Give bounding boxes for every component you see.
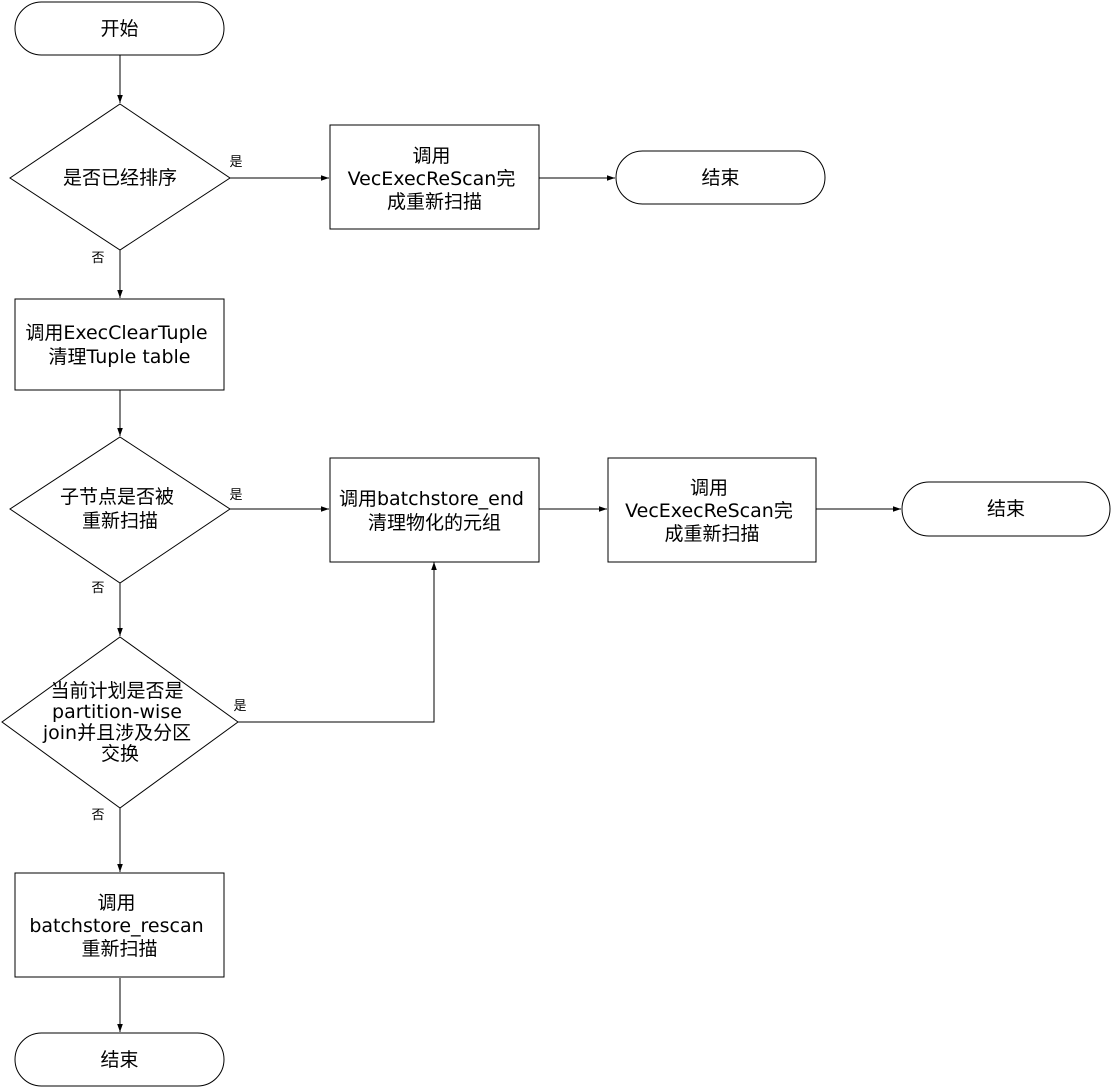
decision-partition-line-2: partition-wise [52, 701, 182, 723]
decision-sorted: 是否已经排序 [9, 103, 231, 251]
process-rescan-top: 调用 VecExecReScan完 成重新扫描 [329, 124, 540, 230]
process-batchstore-rescan: 调用 batchstore_rescan 重新扫描 [14, 872, 225, 978]
process-batchstore-end: 调用batchstore_end 清理物化的元组 [329, 457, 540, 563]
process-clear-tuple-line-1: 调用ExecClearTuple [25, 322, 207, 344]
end-node-top: 结束 [615, 150, 826, 205]
decision-partition-line-3: join并且涉及分区 [42, 722, 191, 744]
decision-child-rescan-line-1: 子节点是否被 [60, 486, 174, 508]
decision-partition-label: 当前计划是否是 partition-wise join并且涉及分区 交换 [42, 680, 197, 765]
process-batchstore-rescan-line-1: 调用 [97, 892, 135, 914]
process-rescan-mid-line-3: 成重新扫描 [664, 523, 759, 545]
process-clear-tuple-label: 调用ExecClearTuple 清理Tuple table [25, 322, 213, 368]
edge-label-child-no: 否 [91, 581, 104, 596]
process-batchstore-end-line-2: 清理物化的元组 [368, 512, 501, 534]
decision-child-rescan: 子节点是否被 重新扫描 [9, 436, 231, 584]
process-rescan-top-label: 调用 VecExecReScan完 成重新扫描 [348, 145, 522, 213]
end-mid-label: 结束 [987, 498, 1025, 520]
edge-label-sorted-no: 否 [91, 251, 104, 266]
start-label: 开始 [100, 18, 138, 40]
process-clear-tuple-line-2: 清理Tuple table [49, 346, 191, 368]
decision-child-rescan-label: 子节点是否被 重新扫描 [60, 486, 180, 532]
end-bottom-label: 结束 [100, 1049, 138, 1071]
process-rescan-top-line-2: VecExecReScan完 [348, 168, 516, 190]
process-batchstore-rescan-line-3: 重新扫描 [81, 938, 157, 960]
process-batchstore-rescan-label: 调用 batchstore_rescan 重新扫描 [29, 892, 209, 960]
decision-partition: 当前计划是否是 partition-wise join并且涉及分区 交换 [1, 636, 239, 809]
process-batchstore-end-line-1: 调用batchstore_end [339, 488, 524, 510]
edge-label-sorted-yes: 是 [229, 155, 242, 170]
process-rescan-top-line-1: 调用 [412, 145, 450, 167]
edge-label-partition-no: 否 [91, 808, 104, 823]
edge-label-partition-yes: 是 [233, 699, 246, 714]
decision-child-rescan-line-2: 重新扫描 [82, 510, 158, 532]
process-rescan-mid-line-1: 调用 [690, 477, 728, 499]
start-node: 开始 [14, 1, 225, 56]
decision-sorted-label: 是否已经排序 [63, 167, 177, 189]
edge-partition-yes [238, 562, 437, 723]
process-rescan-mid: 调用 VecExecReScan完 成重新扫描 [607, 457, 817, 563]
end-node-bottom: 结束 [14, 1032, 225, 1087]
decision-partition-line-1: 当前计划是否是 [50, 680, 183, 702]
process-rescan-mid-line-2: VecExecReScan完 [625, 500, 793, 522]
end-top-label: 结束 [701, 167, 739, 189]
end-node-mid: 结束 [901, 481, 1111, 537]
process-batchstore-end-label: 调用batchstore_end 清理物化的元组 [339, 488, 530, 534]
process-clear-tuple: 调用ExecClearTuple 清理Tuple table [14, 298, 225, 391]
process-rescan-top-line-3: 成重新扫描 [387, 191, 482, 213]
edge-label-child-yes: 是 [229, 488, 242, 503]
process-batchstore-rescan-line-2: batchstore_rescan [29, 915, 203, 937]
process-rescan-mid-label: 调用 VecExecReScan完 成重新扫描 [625, 477, 799, 545]
decision-partition-line-4: 交换 [101, 743, 139, 765]
